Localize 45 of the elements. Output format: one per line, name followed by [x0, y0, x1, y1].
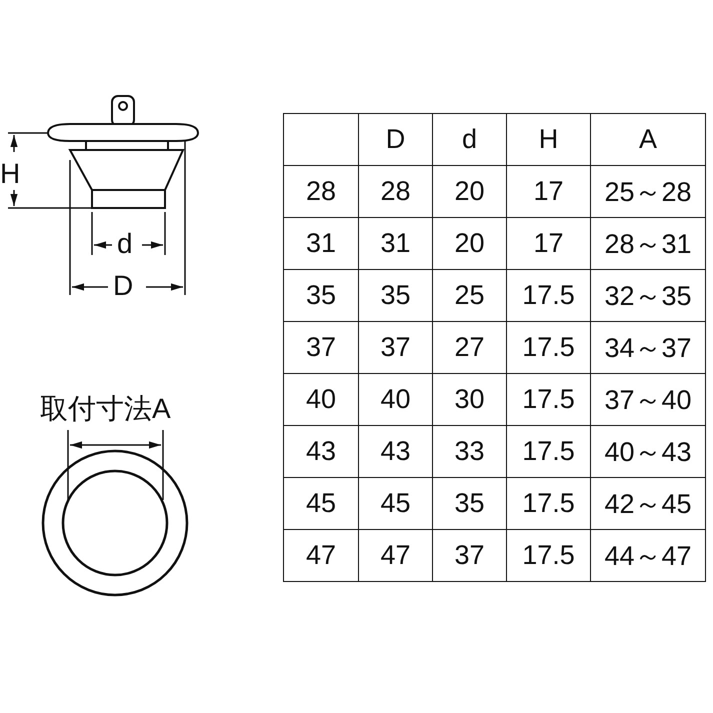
table-cell: 34～37	[590, 322, 706, 374]
table-cell: 25～28	[590, 166, 706, 218]
table-cell: 47	[358, 530, 432, 582]
table-cell: 45	[358, 478, 432, 530]
table-cell: 20	[432, 218, 506, 270]
table-cell: 37	[358, 322, 432, 374]
table-cell: 17	[506, 218, 590, 270]
table-cell: 17.5	[506, 426, 590, 478]
table-cell: 17	[506, 166, 590, 218]
table-cell: 35	[284, 270, 358, 322]
table-cell: 40～43	[590, 426, 706, 478]
table-cell: 31	[358, 218, 432, 270]
table-cell: 33	[432, 426, 506, 478]
table-cell: 25	[432, 270, 506, 322]
table-cell: 30	[432, 374, 506, 426]
column-header: H	[506, 114, 590, 166]
table-cell: 35	[358, 270, 432, 322]
table-cell: 43	[358, 426, 432, 478]
table-cell: 28	[284, 166, 358, 218]
table-cell: 17.5	[506, 478, 590, 530]
table-cell: 37	[432, 530, 506, 582]
table-cell: 37～40	[590, 374, 706, 426]
dimension-label: 取付寸法A	[40, 395, 171, 423]
table-cell: 40	[284, 374, 358, 426]
column-header: d	[432, 114, 506, 166]
column-header: D	[358, 114, 432, 166]
table-cell: 28	[358, 166, 432, 218]
table-cell: 37	[284, 322, 358, 374]
column-header: A	[590, 114, 706, 166]
table-cell: 35	[432, 478, 506, 530]
table-cell: 20	[432, 166, 506, 218]
table-cell: 47	[284, 530, 358, 582]
table-cell: 42～45	[590, 478, 706, 530]
table-cell: 17.5	[506, 374, 590, 426]
table-cell: 17.5	[506, 270, 590, 322]
table-cell: 28～31	[590, 218, 706, 270]
table-cell: 17.5	[506, 322, 590, 374]
table-cell: 43	[284, 426, 358, 478]
table-cell: 17.5	[506, 530, 590, 582]
table-cell: 40	[358, 374, 432, 426]
table-cell: 45	[284, 478, 358, 530]
table-cell: 44～47	[590, 530, 706, 582]
table-cell: 32～35	[590, 270, 706, 322]
table-cell: 27	[432, 322, 506, 374]
table-cell: 31	[284, 218, 358, 270]
